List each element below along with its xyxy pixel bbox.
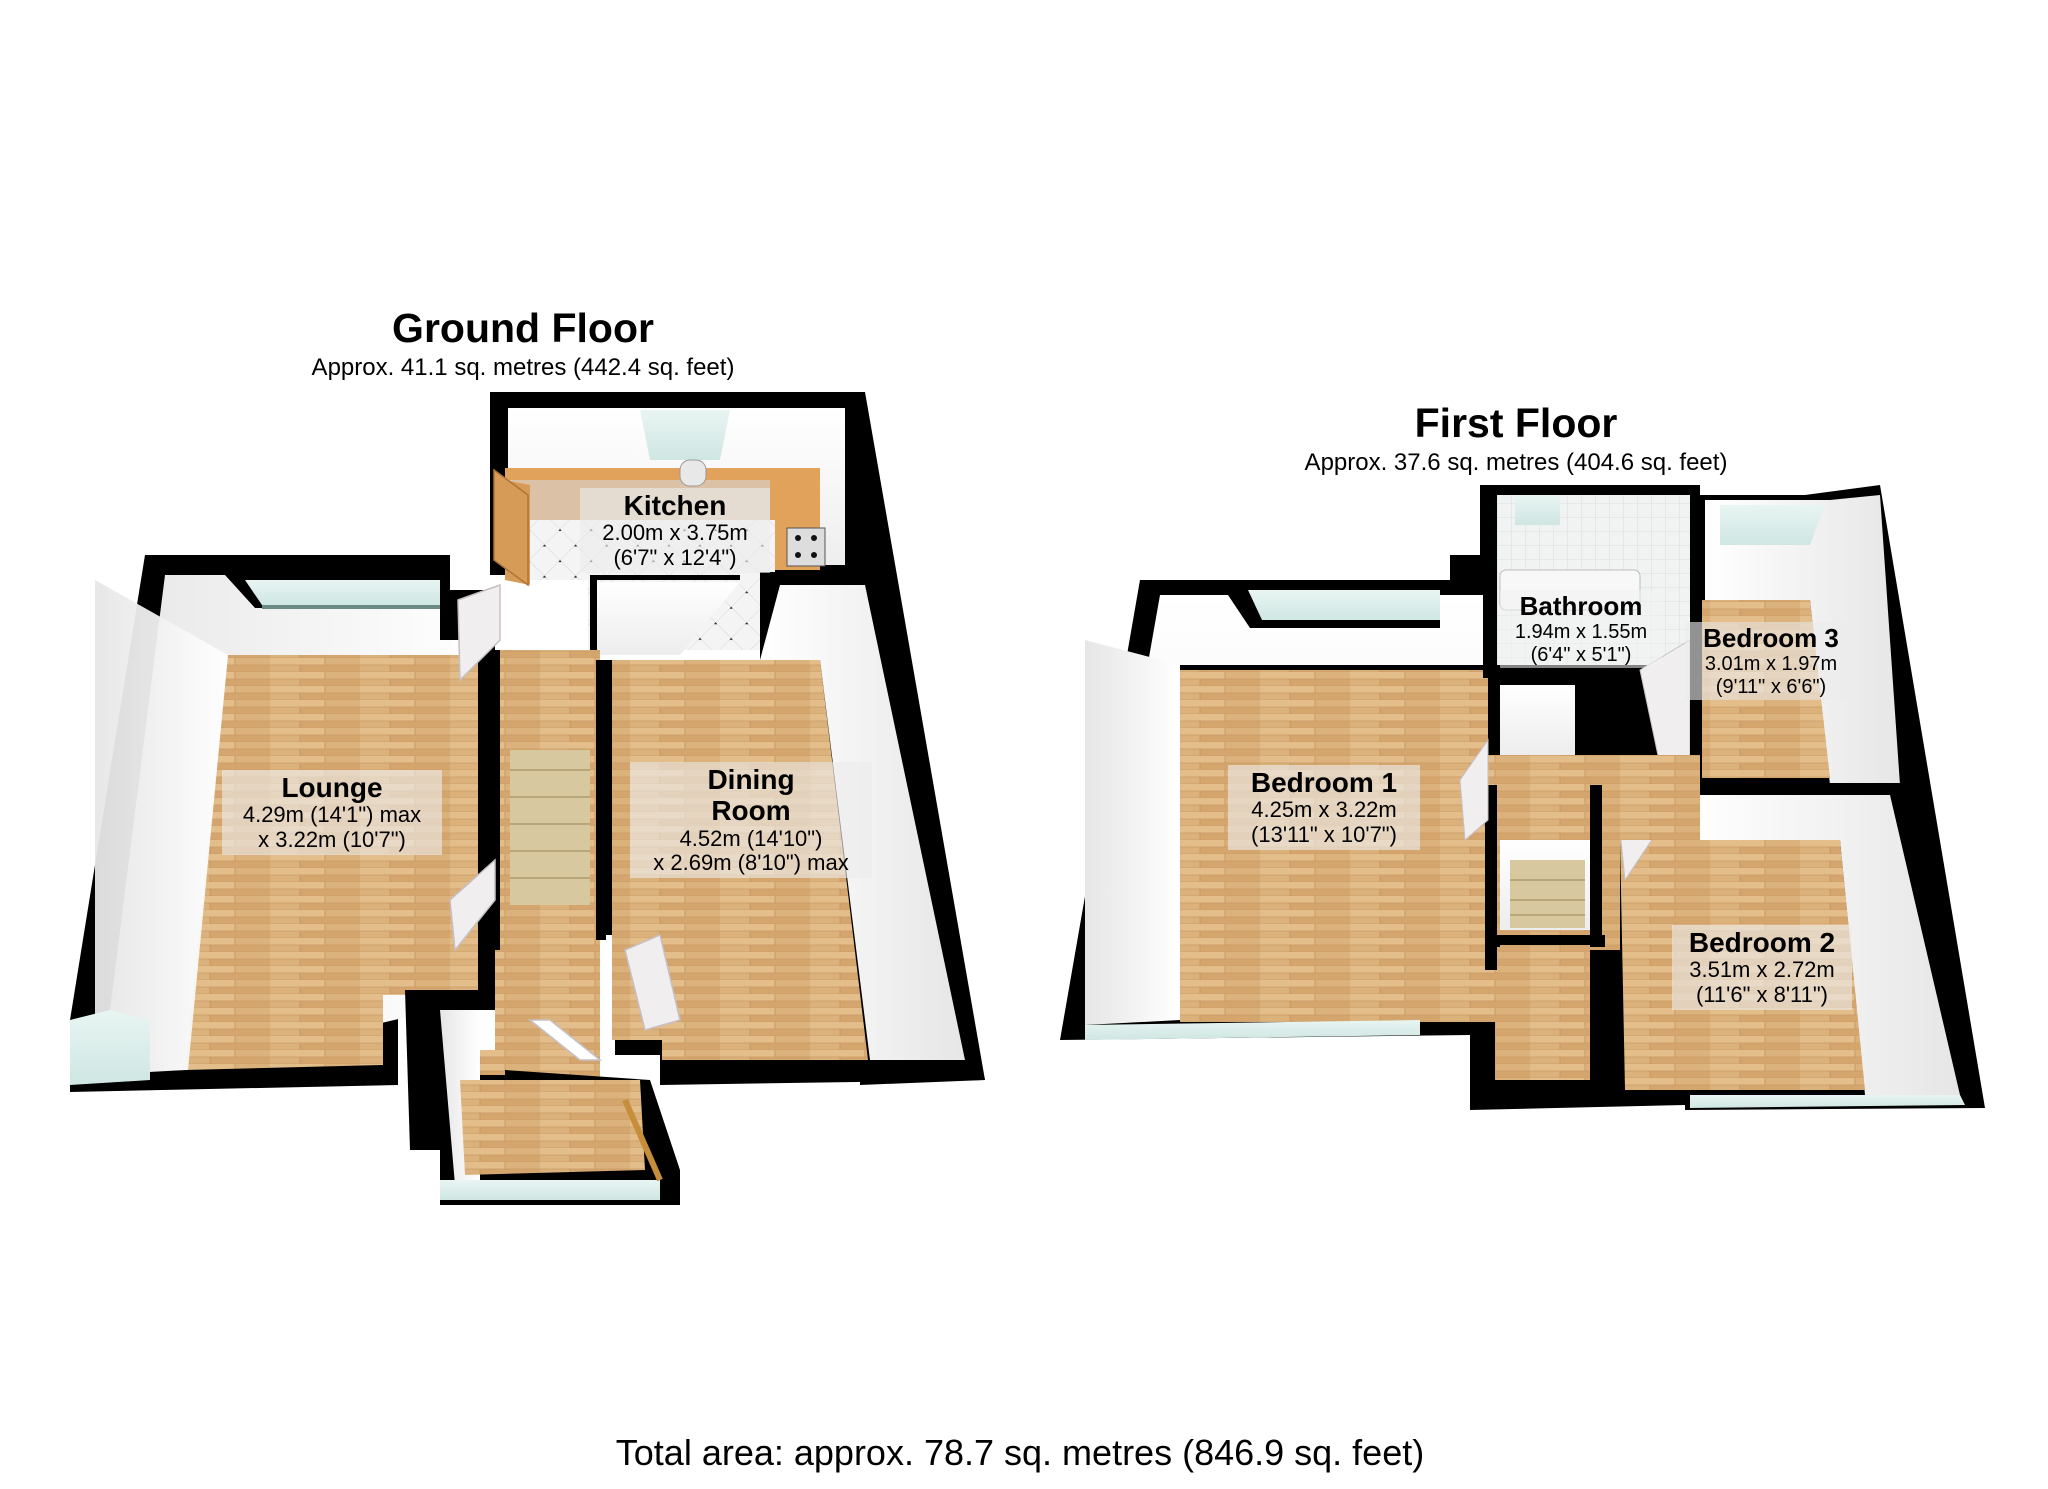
total-area: Total area: approx. 78.7 sq. metres (846… [615, 1432, 1425, 1473]
dining-room-name-line2: Room [711, 795, 791, 827]
hallway [405, 650, 680, 1205]
bathroom-dimensions-metric: 1.94m x 1.55m [1514, 621, 1648, 644]
kitchen-name: Kitchen [623, 490, 727, 521]
kitchen-dimensions-metric: 2.00m x 3.75m [602, 520, 748, 546]
first-floor-area: Approx. 37.6 sq. metres (404.6 sq. feet) [1304, 449, 1728, 476]
bedroom-1-name: Bedroom 1 [1250, 767, 1398, 798]
kitchen-label: Kitchen 2.00m x 3.75m (6'7" x 12'4") [580, 488, 770, 573]
dining-room-dimensions-line1: 4.52m (14'10") [679, 825, 823, 851]
landing [1459, 738, 1700, 1078]
kitchen-dimensions-imperial: (6'7" x 12'4") [613, 544, 737, 570]
lounge-dimensions-line1: 4.29m (14'1") max [242, 802, 422, 828]
bedroom-1-dimensions-imperial: (13'11" x 10'7") [1251, 821, 1397, 847]
bedroom-2-name: Bedroom 2 [1688, 927, 1836, 958]
bathroom-dimensions-imperial: (6'4" x 5'1") [1530, 643, 1632, 666]
ground-floor-doors [449, 468, 681, 1061]
bedroom-2-dimensions-metric: 3.51m x 2.72m [1689, 957, 1835, 983]
bedroom-3-label: Bedroom 3 3.01m x 1.97m (9'11" x 6'6") [1685, 622, 1857, 700]
lounge-name: Lounge [281, 772, 383, 803]
lounge-label: Lounge 4.29m (14'1") max x 3.22m (10'7") [222, 770, 442, 855]
bedroom-3-dimensions-imperial: (9'11" x 6'6") [1715, 675, 1827, 698]
bedroom-2-label: Bedroom 2 3.51m x 2.72m (11'6" x 8'11") [1672, 925, 1852, 1010]
bedroom-1-dimensions-metric: 4.25m x 3.22m [1251, 797, 1397, 823]
bedroom-3-name: Bedroom 3 [1703, 623, 1839, 653]
ground-floor-title: Ground Floor [392, 305, 654, 351]
dining-room-name-line1: Dining [707, 764, 795, 795]
bedroom-1-label: Bedroom 1 4.25m x 3.22m (13'11" x 10'7") [1228, 765, 1420, 850]
dining-room-dimensions-line2: x 2.69m (8'10") max [653, 850, 849, 876]
first-floor-title: First Floor [1414, 400, 1618, 446]
bedroom-2-dimensions-imperial: (11'6" x 8'11") [1695, 981, 1829, 1007]
bathroom-name: Bathroom [1519, 591, 1643, 621]
ground-floor-area: Approx. 41.1 sq. metres (442.4 sq. feet) [311, 354, 735, 381]
bedroom-3-dimensions-metric: 3.01m x 1.97m [1704, 653, 1838, 676]
lounge-dimensions-line2: x 3.22m (10'7") [258, 826, 406, 852]
dining-room-label: Dining Room 4.52m (14'10") x 2.69m (8'10… [630, 762, 872, 878]
bathroom-label: Bathroom 1.94m x 1.55m (6'4" x 5'1") [1500, 590, 1662, 668]
lounge-room [70, 555, 495, 1092]
first-floor-plan [1060, 485, 1985, 1110]
